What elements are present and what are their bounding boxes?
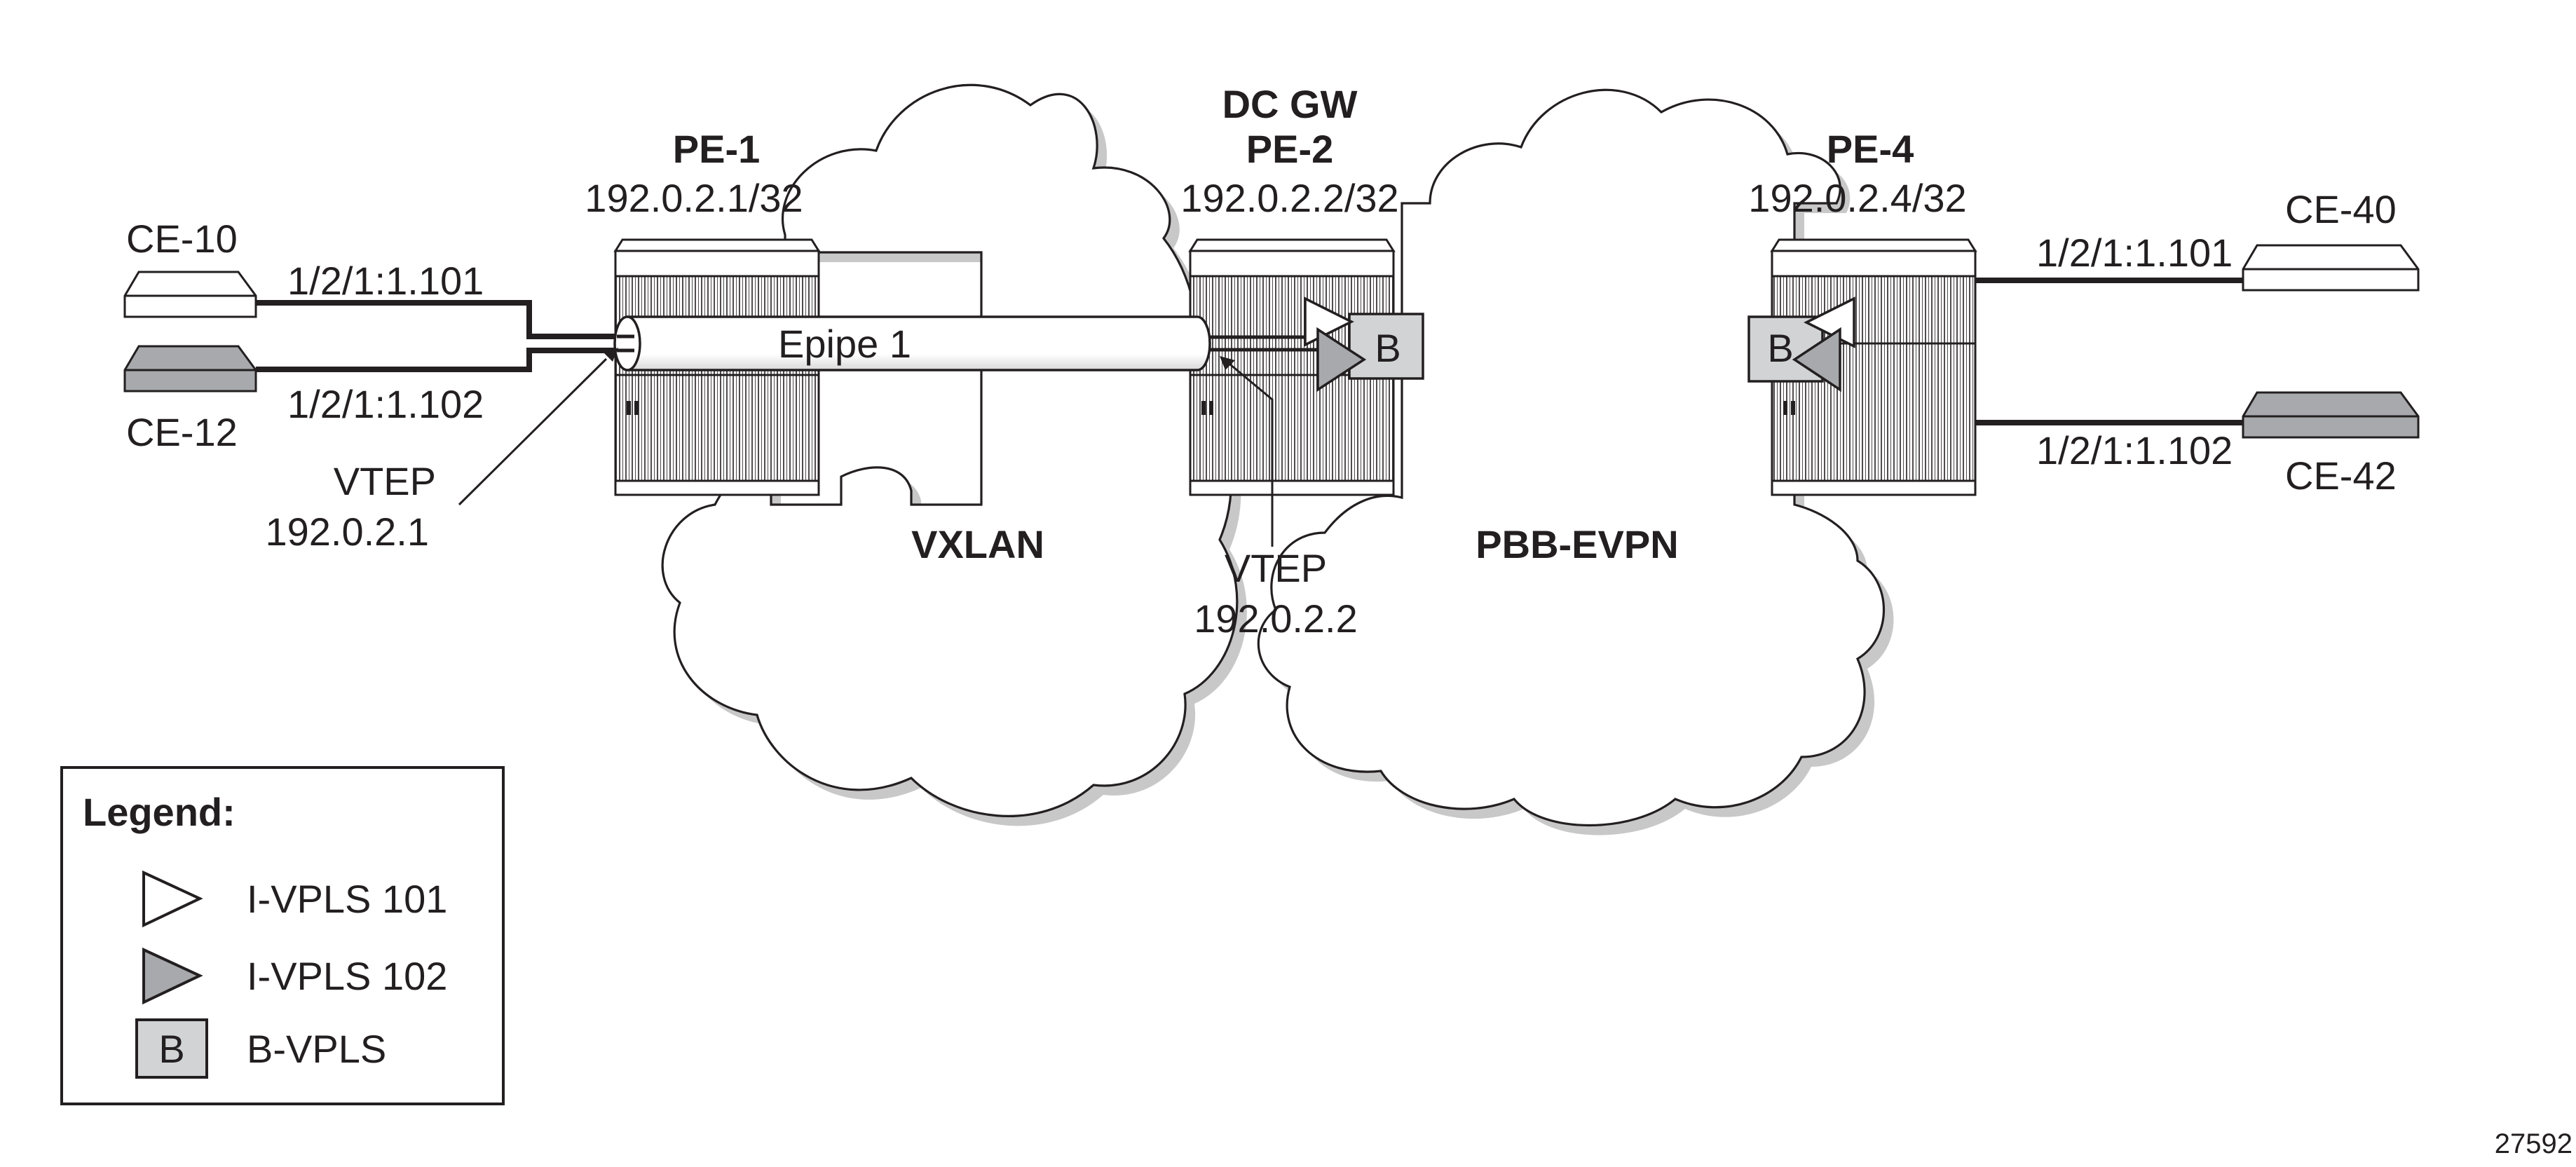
ce12-device[interactable] xyxy=(123,345,257,393)
pe2-name: PE-2 xyxy=(1246,127,1334,171)
pe1-router-base xyxy=(614,479,820,496)
vxlan-cloud-body xyxy=(661,83,1239,817)
pe4-ivpls101-triangle xyxy=(1804,296,1855,348)
pe4-address: 192.0.2.4/32 xyxy=(1748,176,1966,220)
vtep2-label: VTEP xyxy=(1225,546,1327,590)
epipe-tunnel-body xyxy=(626,315,1211,371)
ce40-device[interactable] xyxy=(2242,244,2420,292)
legend-bvpls-letter: B xyxy=(158,1027,184,1071)
pbb-evpn-cloud-body xyxy=(1257,88,1885,826)
vtep2-arrowhead xyxy=(1220,356,1235,370)
epipe-label: Epipe 1 xyxy=(778,322,911,366)
pe1-router-upper-band xyxy=(614,250,820,278)
pe1-router[interactable] xyxy=(613,238,821,496)
vtep1-label: VTEP xyxy=(334,459,436,503)
pe2-role: DC GW xyxy=(1222,82,1358,126)
pe2-service-symbols: B xyxy=(1304,296,1424,393)
pe1-router-body xyxy=(614,250,820,496)
ce42-device-shape xyxy=(2242,391,2420,439)
pe4-router-base xyxy=(1771,479,1977,496)
pe1-ce-links xyxy=(256,300,617,372)
pe4-router-upper-band xyxy=(1771,250,1977,278)
pe4-ce-links xyxy=(1970,278,2243,425)
link-ce12-pe1 xyxy=(256,348,617,372)
pe1-router-led xyxy=(627,401,631,415)
legend-item-label: B-VPLS xyxy=(247,1027,386,1071)
pe2-bvpls-letter: B xyxy=(1375,326,1401,370)
vtep2-pointer xyxy=(1220,356,1274,547)
ce40-label: CE-40 xyxy=(2285,187,2397,231)
vtep1-pointer xyxy=(458,348,618,506)
pbb-evpn-cloud xyxy=(1257,88,1894,835)
legend-title: Legend: xyxy=(83,790,236,834)
pe4-service-symbols: B xyxy=(1747,296,1855,393)
link-label-pe1-top: 1/2/1:1.101 xyxy=(287,259,484,303)
pbb-evpn-cloud-label: PBB-EVPN xyxy=(1476,522,1678,566)
vtep1-address: 192.0.2.1 xyxy=(265,510,429,554)
pe4-router-led xyxy=(1791,401,1795,415)
pe1-address: 192.0.2.1/32 xyxy=(585,176,803,220)
pe2-ivpls102-triangle xyxy=(1316,327,1367,393)
pe4-ivpls102-triangle xyxy=(1792,327,1841,393)
vtep2-address: 192.0.2.2 xyxy=(1194,596,1358,641)
ce12-label: CE-12 xyxy=(126,410,238,454)
link-label-pe1-bottom: 1/2/1:1.102 xyxy=(287,382,484,426)
epipe-tunnel-end-left xyxy=(613,315,641,371)
legend-ivpls101-triangle xyxy=(142,870,203,928)
pe2-router-base xyxy=(1189,479,1395,496)
pe2-router-led xyxy=(1201,401,1206,415)
pe1-router-led xyxy=(634,401,639,415)
epipe-tunnel: Epipe 1 xyxy=(613,315,1318,371)
legend-bvpls-box xyxy=(135,1018,208,1079)
ce42-device[interactable] xyxy=(2242,391,2420,439)
ce12-device-shape xyxy=(123,345,257,393)
legend-ivpls102-triangle xyxy=(142,947,203,1005)
legend-item-label: I-VPLS 102 xyxy=(247,954,447,998)
pe2-address: 192.0.2.2/32 xyxy=(1180,176,1398,220)
link-label-pe4-bottom: 1/2/1:1.102 xyxy=(2036,428,2233,472)
link-ce10-pe1 xyxy=(256,300,617,339)
pe4-router-led xyxy=(1783,401,1787,415)
pe1-router-top xyxy=(613,238,821,252)
ce10-device[interactable] xyxy=(123,271,257,318)
pe2-bvpls-box xyxy=(1348,313,1424,380)
pe2-router-led xyxy=(1209,401,1213,415)
vtep2-leader-line xyxy=(1229,363,1274,547)
link-label-pe4-top: 1/2/1:1.101 xyxy=(2036,231,2233,275)
legend-item-label: I-VPLS 101 xyxy=(247,877,447,921)
ce10-device-shape xyxy=(123,271,257,318)
pe2-router-top xyxy=(1188,238,1396,252)
ce42-label: CE-42 xyxy=(2285,453,2397,498)
pe1-name: PE-1 xyxy=(673,127,761,171)
vtep1-arrowhead xyxy=(604,348,618,362)
vtep1-leader-line xyxy=(458,357,608,506)
ce40-device-shape xyxy=(2242,244,2420,292)
pe4-bvpls-letter: B xyxy=(1767,326,1793,370)
pe2-router-upper-band xyxy=(1189,250,1395,278)
pe4-name: PE-4 xyxy=(1827,127,1914,171)
vxlan-cloud xyxy=(661,83,1247,826)
pe4-router-top xyxy=(1770,238,1977,252)
legend: Legend: I-VPLS 101 I-VPLS 102 B B-VPLS xyxy=(60,766,505,1105)
figure-id: 27592 xyxy=(2495,1128,2572,1159)
ce10-label: CE-10 xyxy=(126,217,238,261)
vxlan-cloud-label: VXLAN xyxy=(911,522,1044,566)
